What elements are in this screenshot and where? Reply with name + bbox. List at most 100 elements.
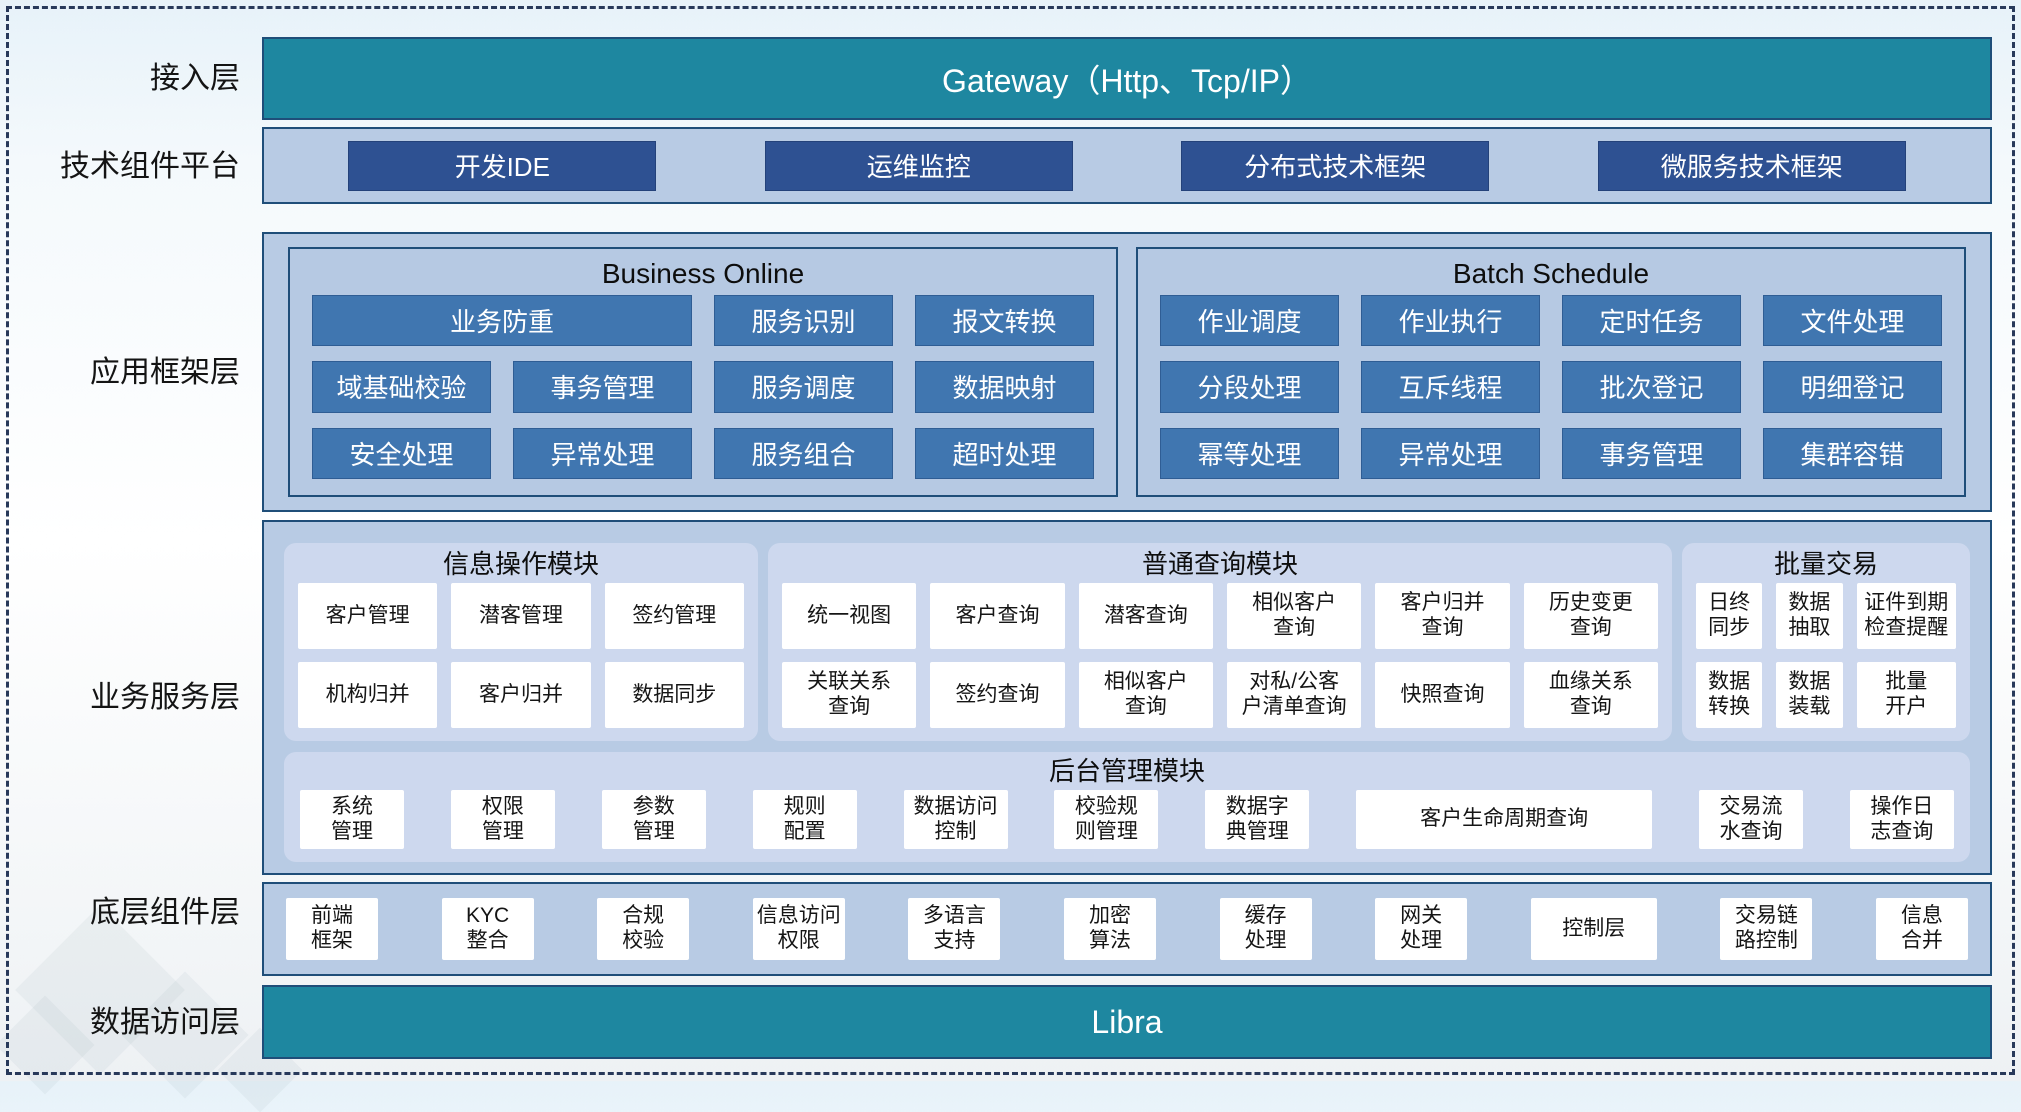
module-common-query-grid: 统一视图客户查询潜客查询相似客户 查询客户归并 查询历史变更 查询关联关系 查询… [782, 583, 1658, 728]
service-item: 数据同步 [604, 662, 744, 728]
module-info-ops-grid: 客户管理潜客管理签约管理机构归并客户归并数据同步 [298, 583, 744, 728]
framework-capability-button: 批次登记 [1562, 361, 1741, 413]
module-batch-trade: 批量交易 日终 同步数据 抽取证件到期 检查提醒数据 转换数据 装载批量 开户 [1682, 543, 1970, 741]
framework-capability-button: 服务调度 [714, 361, 893, 413]
base-component-item: 交易链 路控制 [1720, 898, 1813, 960]
base-component-item: 加密 算法 [1063, 898, 1156, 960]
module-common-query: 普通查询模块 统一视图客户查询潜客查询相似客户 查询客户归并 查询历史变更 查询… [768, 543, 1672, 741]
base-components-container: 前端 框架 KYC 整合 合规 校验信息访问 权限 多语言 支持加密 算法 缓存 处理 网… [262, 882, 1992, 976]
business-online-box: Business Online 业务防重服务识别报文转换域基础校验事务管理服务调… [288, 247, 1118, 497]
tech-component-button: 微服务技术框架 [1597, 140, 1906, 191]
framework-capability-button: 作业调度 [1160, 295, 1339, 347]
module-common-query-title: 普通查询模块 [1141, 549, 1298, 579]
service-item: 历史变更 查询 [1523, 583, 1658, 649]
service-item: 快照查询 [1375, 662, 1510, 728]
service-item: 血缘关系 查询 [1523, 662, 1658, 728]
framework-capability-button: 报文转换 [915, 295, 1094, 347]
batch-schedule-title: Batch Schedule [1452, 258, 1650, 289]
module-admin-items: 系统 管理权限 管理参数 管理规则 配置数据访问 控制校验规 则管理数据字 典管… [300, 790, 1954, 849]
admin-item: 系统 管理 [300, 790, 404, 849]
tech-component-button: 开发IDE [348, 140, 657, 191]
service-item: 客户归并 查询 [1375, 583, 1510, 649]
service-item: 数据 抽取 [1776, 583, 1843, 649]
framework-capability-button: 集群容错 [1763, 427, 1942, 479]
admin-item: 操作日 志查询 [1849, 790, 1954, 849]
module-info-ops-title: 信息操作模块 [442, 549, 599, 579]
framework-capability-button: 安全处理 [312, 427, 491, 479]
framework-capability-button: 事务管理 [1562, 427, 1741, 479]
service-item: 数据 转换 [1696, 662, 1763, 728]
gateway-bar: Gateway（Http、Tcp/IP） [262, 37, 1992, 120]
base-component-item: 前端 框架 [286, 898, 378, 960]
layer-label-business-service: 业务服务层 [90, 681, 240, 714]
service-item: 数据 装载 [1776, 662, 1843, 728]
module-info-ops: 信息操作模块 客户管理潜客管理签约管理机构归并客户归并数据同步 [284, 543, 758, 741]
module-admin-title: 后台管理模块 [1048, 756, 1205, 786]
admin-item: 数据字 典管理 [1205, 790, 1310, 849]
base-component-item: KYC 整合 [441, 898, 534, 960]
framework-capability-button: 异常处理 [1361, 427, 1540, 479]
base-component-item: 网关 处理 [1375, 898, 1468, 960]
batch-schedule-grid: 作业调度作业执行定时任务文件处理分段处理互斥线程批次登记明细登记幂等处理异常处理… [1160, 295, 1942, 479]
service-modules-row: 信息操作模块 客户管理潜客管理签约管理机构归并客户归并数据同步 普通查询模块 统… [284, 543, 1970, 741]
tech-component-button: 分布式技术框架 [1181, 140, 1490, 191]
admin-item: 交易流 水查询 [1699, 790, 1803, 849]
base-component-item: 合规 校验 [597, 898, 690, 960]
layer-label-base-components: 底层组件层 [90, 896, 240, 929]
framework-capability-button: 作业执行 [1361, 295, 1540, 347]
tech-component-button: 运维监控 [764, 140, 1073, 191]
business-online-title: Business Online [601, 258, 805, 289]
module-batch-trade-grid: 日终 同步数据 抽取证件到期 检查提醒数据 转换数据 装载批量 开户 [1696, 583, 1956, 728]
admin-item: 规则 配置 [752, 790, 857, 849]
framework-capability-button: 文件处理 [1763, 295, 1942, 347]
service-item: 客户管理 [298, 583, 438, 649]
base-component-item: 信息 合并 [1875, 898, 1968, 960]
service-item: 客户查询 [930, 583, 1065, 649]
framework-capability-button: 域基础校验 [312, 361, 491, 413]
layer-label-app-framework: 应用框架层 [90, 356, 240, 389]
business-service-container: 信息操作模块 客户管理潜客管理签约管理机构归并客户归并数据同步 普通查询模块 统… [262, 520, 1992, 875]
admin-item: 参数 管理 [601, 790, 706, 849]
framework-capability-button: 服务组合 [714, 427, 893, 479]
service-item: 统一视图 [782, 583, 917, 649]
framework-capability-button: 互斥线程 [1361, 361, 1540, 413]
service-item: 机构归并 [298, 662, 438, 728]
admin-item: 权限 管理 [450, 790, 555, 849]
layer-label-tech-platform: 技术组件平台 [60, 150, 240, 183]
service-item: 签约查询 [930, 662, 1065, 728]
service-item: 潜客查询 [1078, 583, 1213, 649]
framework-capability-button: 异常处理 [513, 427, 692, 479]
base-component-item: 控制层 [1530, 898, 1657, 960]
service-item: 批量 开户 [1856, 662, 1956, 728]
framework-capability-button: 明细登记 [1763, 361, 1942, 413]
admin-item: 数据访问 控制 [903, 790, 1008, 849]
base-component-item: 多语言 支持 [908, 898, 1001, 960]
service-item: 签约管理 [604, 583, 744, 649]
batch-schedule-box: Batch Schedule 作业调度作业执行定时任务文件处理分段处理互斥线程批… [1136, 247, 1966, 497]
service-item: 潜客管理 [451, 583, 591, 649]
framework-capability-button: 数据映射 [915, 361, 1094, 413]
tech-platform-container: 开发IDE 运维监控 分布式技术框架 微服务技术框架 [262, 127, 1992, 204]
framework-capability-button: 幂等处理 [1160, 427, 1339, 479]
layer-label-data-access: 数据访问层 [90, 1006, 240, 1039]
admin-item: 校验规 则管理 [1054, 790, 1159, 849]
business-online-grid: 业务防重服务识别报文转换域基础校验事务管理服务调度数据映射安全处理异常处理服务组… [312, 295, 1094, 479]
service-item: 对私/公客 户清单查询 [1226, 662, 1362, 728]
framework-capability-button: 分段处理 [1160, 361, 1339, 413]
framework-capability-button: 定时任务 [1562, 295, 1741, 347]
admin-item: 客户生命周期查询 [1356, 790, 1653, 849]
base-component-item: 信息访问 权限 [752, 898, 845, 960]
service-item: 日终 同步 [1696, 583, 1763, 649]
base-component-item: 缓存 处理 [1219, 898, 1312, 960]
framework-capability-button: 事务管理 [513, 361, 692, 413]
framework-capability-button: 超时处理 [915, 427, 1094, 479]
app-framework-container: Business Online 业务防重服务识别报文转换域基础校验事务管理服务调… [262, 232, 1992, 512]
libra-bar: Libra [262, 985, 1992, 1059]
service-item: 客户归并 [451, 662, 591, 728]
module-admin: 后台管理模块 系统 管理权限 管理参数 管理规则 配置数据访问 控制校验规 则管… [284, 752, 1970, 862]
module-batch-trade-title: 批量交易 [1773, 549, 1878, 579]
service-item: 相似客户 查询 [1078, 662, 1213, 728]
framework-capability-button: 业务防重 [312, 295, 692, 347]
service-item: 相似客户 查询 [1226, 583, 1362, 649]
service-item: 证件到期 检查提醒 [1856, 583, 1956, 649]
